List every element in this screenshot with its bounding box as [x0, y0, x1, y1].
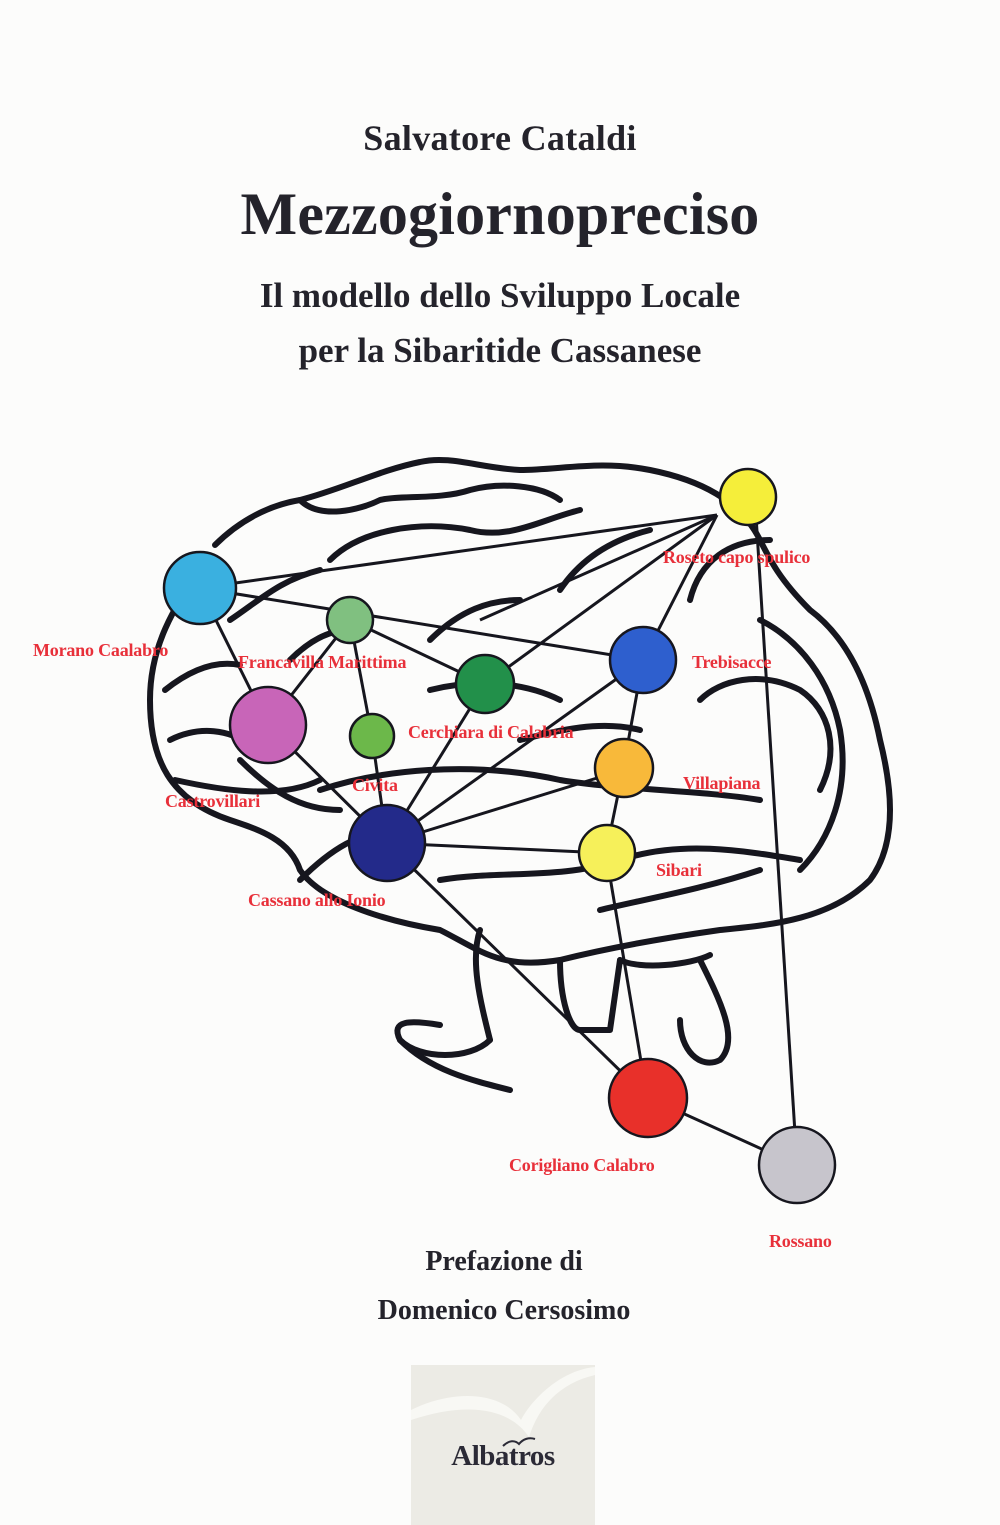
- label-sibari: Sibari: [656, 860, 702, 880]
- preface-label: Prefazione di: [425, 1246, 583, 1277]
- wing-swoosh-icon: [411, 1367, 595, 1447]
- preface-author: Domenico Cersosimo: [377, 1295, 631, 1326]
- city-nodes: [162, 467, 837, 1205]
- node-corigliano: [607, 1057, 689, 1139]
- node-morano: [162, 550, 238, 626]
- subtitle-line-1: Il modello dello Sviluppo Locale: [259, 276, 741, 315]
- label-corigliano: Corigliano Calabro: [509, 1155, 655, 1175]
- label-roseto: Roseto capo spulico: [663, 547, 811, 567]
- label-villapiana: Villapiana: [683, 773, 761, 793]
- node-cerchiara: [454, 653, 516, 715]
- author-name: Salvatore Cataldi: [363, 118, 637, 158]
- node-sibari: [577, 823, 637, 883]
- node-francavilla: [325, 595, 375, 645]
- node-roseto: [718, 467, 778, 527]
- label-morano: Morano Caalabro: [33, 640, 169, 660]
- bird-icon: [502, 1437, 536, 1447]
- node-cassano: [347, 803, 427, 883]
- node-rossano: [757, 1125, 837, 1205]
- subtitle-line-2: per la Sibaritide Cassanese: [298, 331, 702, 370]
- node-castrovillari: [228, 685, 308, 765]
- label-trebisacce: Trebisacce: [692, 652, 772, 672]
- brain-outline: [147, 456, 893, 1093]
- node-villapiana: [593, 737, 655, 799]
- label-castrovillari: Castrovillari: [165, 791, 261, 811]
- label-civita: Civita: [352, 775, 398, 795]
- publisher-name: Albatros: [451, 1440, 555, 1472]
- node-trebisacce: [608, 625, 678, 695]
- book-title: Mezzogiornopreciso: [240, 181, 760, 247]
- label-cassano: Cassano allo Ionio: [248, 890, 386, 910]
- publisher-logo: Albatros: [411, 1365, 595, 1525]
- label-cerchiara: Cerchiara di Calabria: [408, 722, 574, 742]
- label-francavilla: Francavilla Marittima: [238, 652, 407, 672]
- label-rossano: Rossano: [769, 1231, 832, 1251]
- node-civita: [348, 712, 396, 760]
